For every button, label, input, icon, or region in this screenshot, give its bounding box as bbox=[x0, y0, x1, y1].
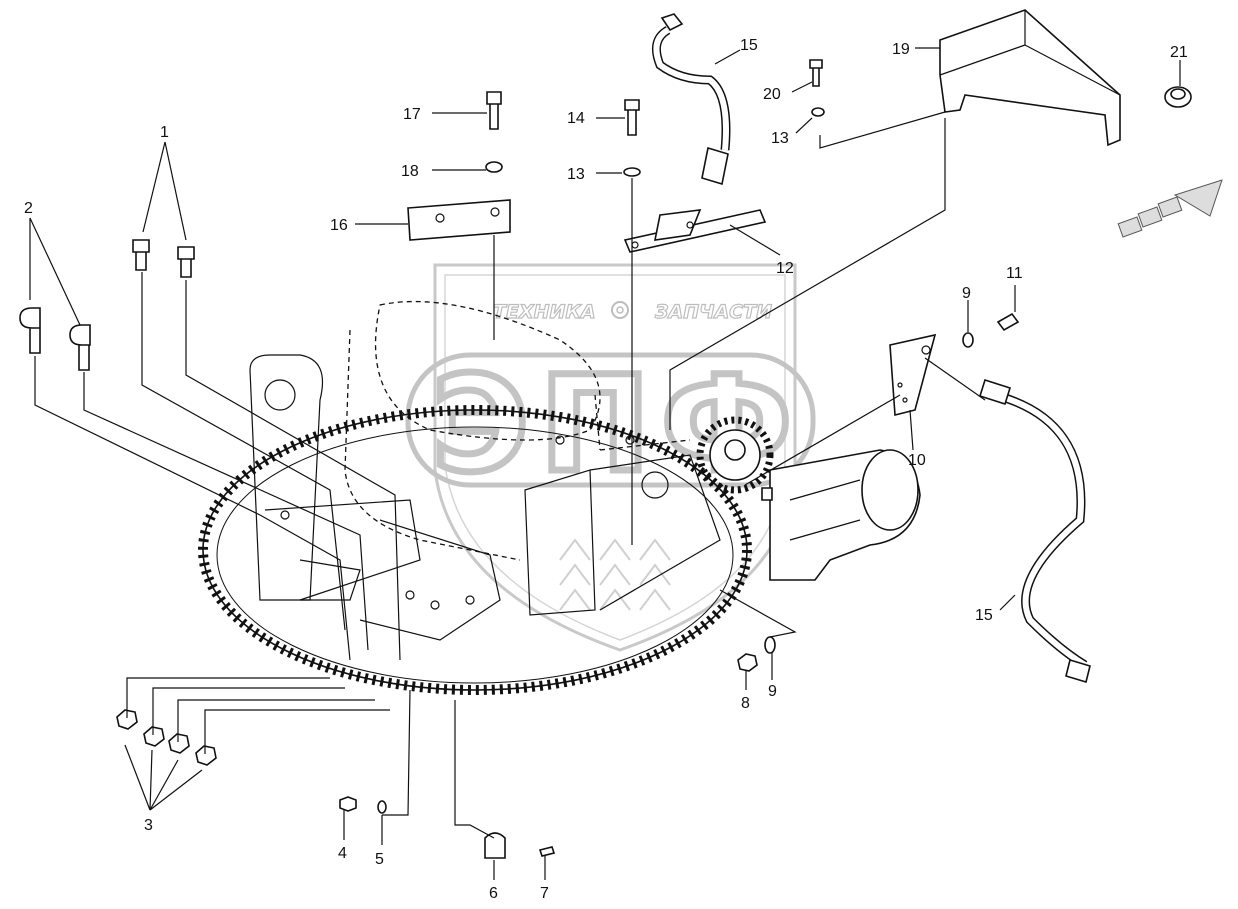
callout-17: 17 bbox=[403, 106, 421, 123]
callout-labels: 1 2 3 4 5 6 7 8 9 9 10 11 12 13 13 14 15… bbox=[24, 37, 1188, 902]
callout-15-right: 15 bbox=[975, 607, 993, 624]
watermark-text-left: ТЕХНИКА bbox=[493, 301, 596, 323]
gear-logo-icon bbox=[611, 301, 629, 319]
callout-21: 21 bbox=[1170, 44, 1188, 61]
callout-3: 3 bbox=[144, 817, 153, 834]
callout-13-right: 13 bbox=[771, 130, 789, 147]
callout-9-upper: 9 bbox=[962, 285, 971, 302]
bolt-part-14 bbox=[596, 99, 641, 545]
callout-15-top: 15 bbox=[740, 37, 758, 54]
ring-gear bbox=[198, 405, 752, 695]
cap-part-21 bbox=[1164, 60, 1192, 108]
callout-2: 2 bbox=[24, 200, 33, 217]
callout-1: 1 bbox=[160, 124, 169, 141]
callout-8: 8 bbox=[741, 695, 750, 712]
hose-part-15 bbox=[651, 13, 1091, 684]
nut-part-3 bbox=[116, 677, 390, 811]
bracket-part-12 bbox=[623, 209, 781, 256]
callout-16: 16 bbox=[330, 217, 348, 234]
callout-13-left: 13 bbox=[567, 166, 585, 183]
bottom-hardware bbox=[339, 689, 556, 880]
block-part-16 bbox=[355, 91, 511, 340]
gear-housing bbox=[249, 300, 721, 641]
nut-washer-8-9 bbox=[719, 589, 797, 690]
callout-6: 6 bbox=[489, 885, 498, 902]
callout-19: 19 bbox=[892, 41, 910, 58]
direction-arrow-icon bbox=[1117, 179, 1223, 238]
callout-10: 10 bbox=[908, 452, 926, 469]
watermark-text-right: ЗАПЧАСТИ bbox=[654, 301, 772, 323]
elbow-part-2 bbox=[19, 307, 369, 661]
callout-14: 14 bbox=[567, 110, 585, 127]
fitting-part-1 bbox=[132, 239, 401, 661]
callout-5: 5 bbox=[375, 851, 384, 868]
callout-18: 18 bbox=[401, 163, 419, 180]
callout-11: 11 bbox=[1006, 265, 1023, 282]
cover-part-19 bbox=[669, 9, 1121, 430]
callout-12: 12 bbox=[776, 260, 794, 277]
bracket-part-10 bbox=[744, 285, 1020, 486]
callout-4: 4 bbox=[338, 845, 347, 862]
bolt-part-20 bbox=[791, 59, 825, 134]
callout-20: 20 bbox=[763, 86, 781, 103]
drive-motor bbox=[696, 416, 921, 581]
callout-7: 7 bbox=[540, 885, 549, 902]
callout-9-lower: 9 bbox=[768, 683, 777, 700]
